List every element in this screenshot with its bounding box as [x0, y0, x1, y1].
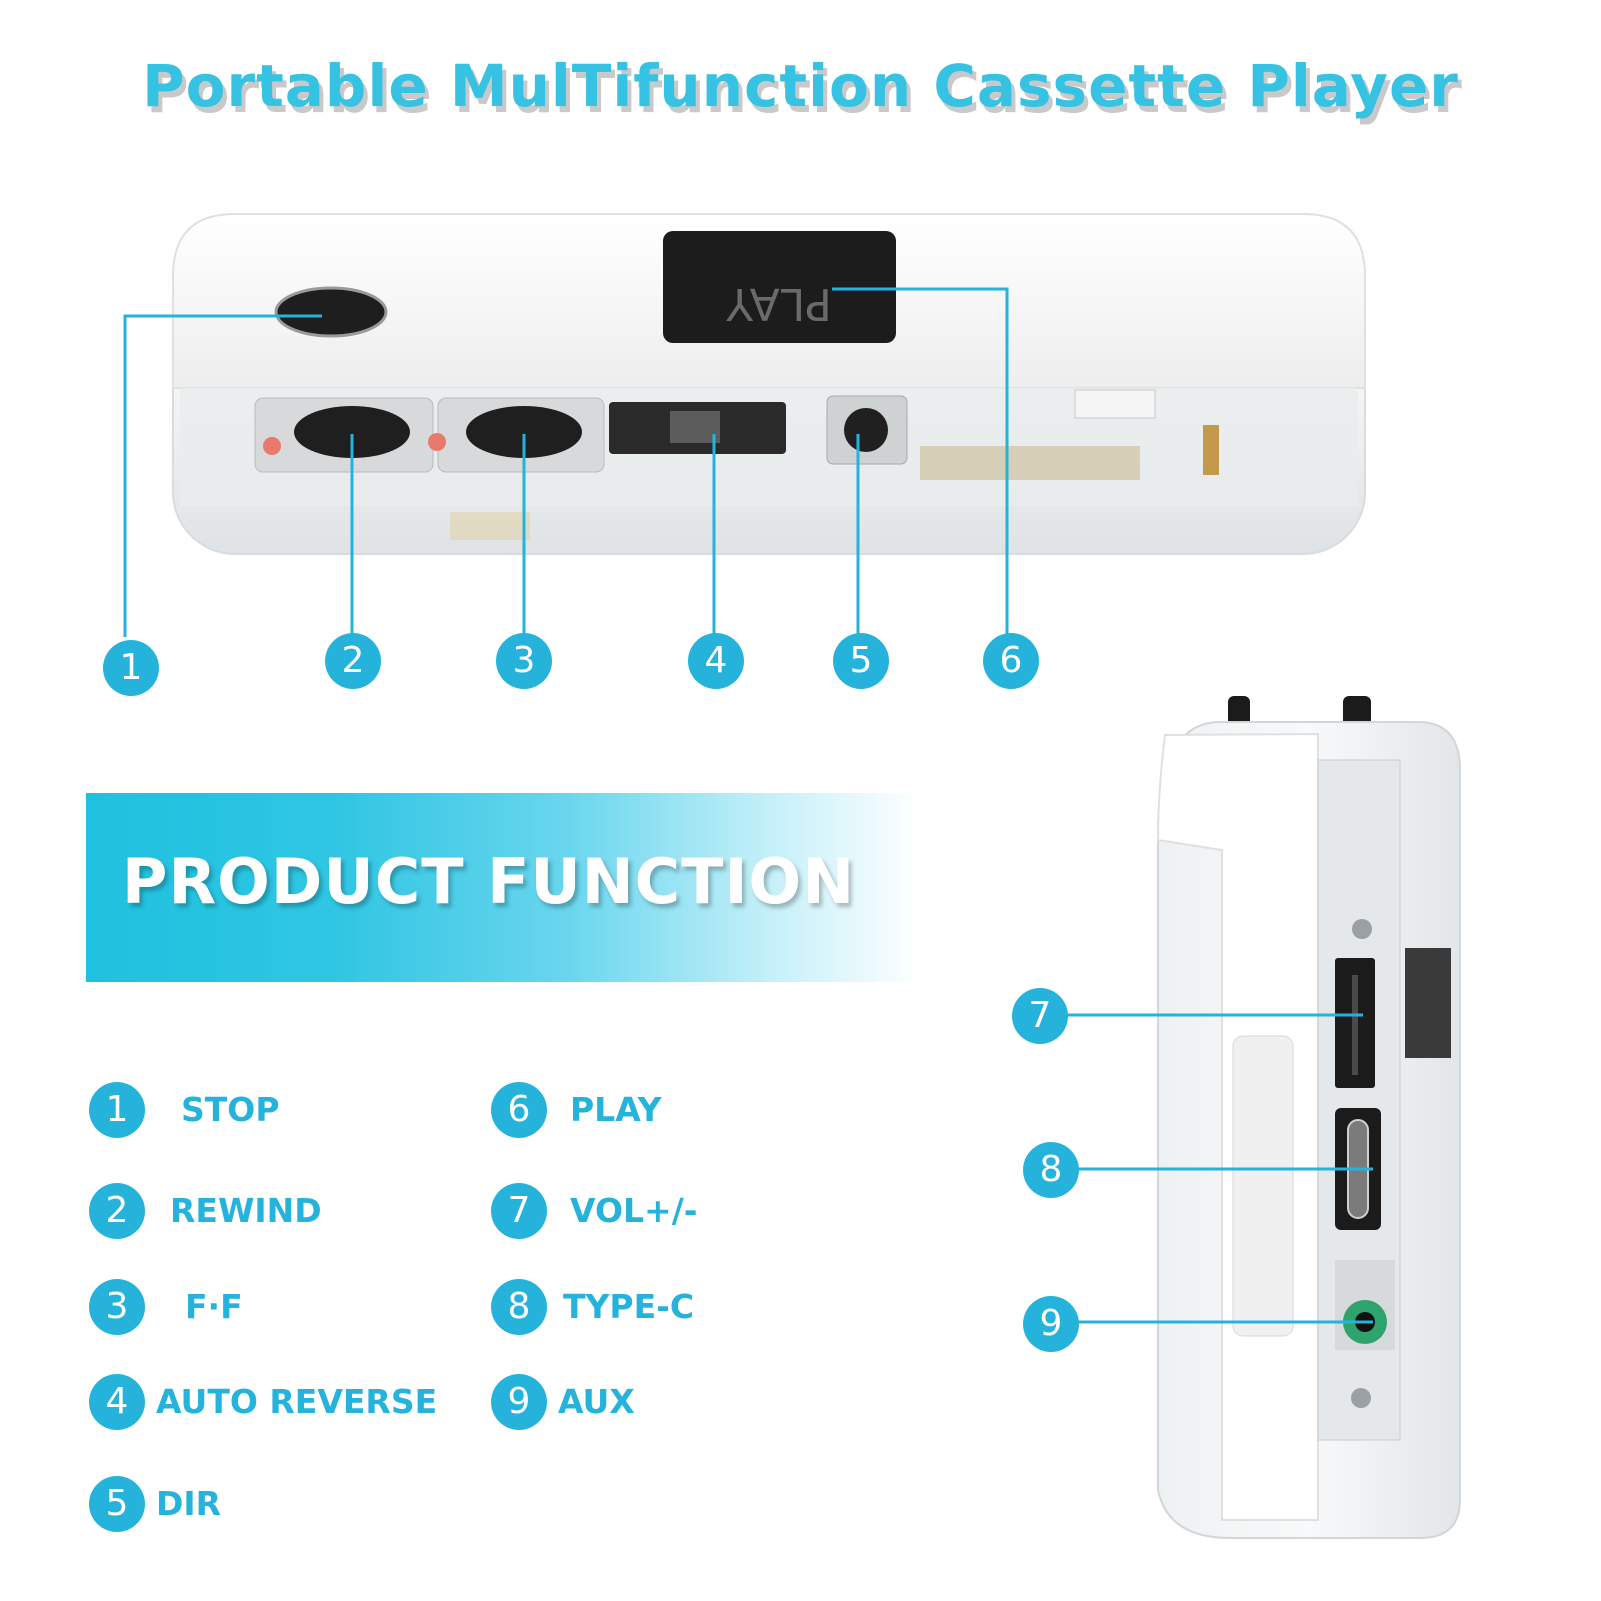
- legend-label: PLAY: [570, 1090, 662, 1129]
- callout-4: 4: [688, 633, 744, 689]
- volume-slider[interactable]: [1352, 975, 1358, 1075]
- stop-button[interactable]: [274, 286, 388, 338]
- legend-label: TYPE-C: [563, 1287, 695, 1326]
- callout-2: 2: [325, 633, 381, 689]
- rewind-button[interactable]: [294, 406, 410, 458]
- legend-number: 2: [89, 1183, 145, 1239]
- legend-number: 6: [491, 1082, 547, 1138]
- callout-7: 7: [1012, 988, 1068, 1044]
- legend-label: VOL+/-: [570, 1191, 698, 1230]
- legend-number: 9: [491, 1374, 547, 1430]
- legend-number: 4: [89, 1374, 145, 1430]
- legend-label: F·F: [185, 1287, 243, 1326]
- device-top-view: PLAY: [172, 213, 1366, 555]
- product-function-banner: PRODUCT FUNCTION: [86, 793, 921, 982]
- callout-3: 3: [496, 633, 552, 689]
- callout-8: 8: [1023, 1142, 1079, 1198]
- legend-number: 7: [491, 1183, 547, 1239]
- legend-number: 3: [89, 1279, 145, 1335]
- play-button[interactable]: [663, 231, 896, 343]
- device-side-view: [1156, 696, 1461, 1539]
- legend-label: STOP: [181, 1090, 280, 1129]
- legend-label: REWIND: [170, 1191, 322, 1230]
- side-leader-lines: [1064, 1013, 1373, 1324]
- callout-1: 1: [103, 640, 159, 696]
- top-leader-lines: [123, 287, 1009, 637]
- legend-number: 1: [89, 1082, 145, 1138]
- legend-label: AUX: [558, 1382, 635, 1421]
- callout-5: 5: [833, 633, 889, 689]
- play-button-label: PLAY: [726, 278, 832, 329]
- dir-button[interactable]: [844, 408, 888, 452]
- legend-number: 8: [491, 1279, 547, 1335]
- legend-label: AUTO REVERSE: [156, 1382, 438, 1421]
- callout-6: 6: [983, 633, 1039, 689]
- banner-label: PRODUCT FUNCTION: [122, 845, 856, 918]
- callout-9: 9: [1023, 1296, 1079, 1352]
- page-title: Portable MulTifunction Cassette Player: [142, 52, 1459, 120]
- legend-label: DIR: [156, 1484, 222, 1523]
- legend-number: 5: [89, 1476, 145, 1532]
- ff-button[interactable]: [466, 406, 582, 458]
